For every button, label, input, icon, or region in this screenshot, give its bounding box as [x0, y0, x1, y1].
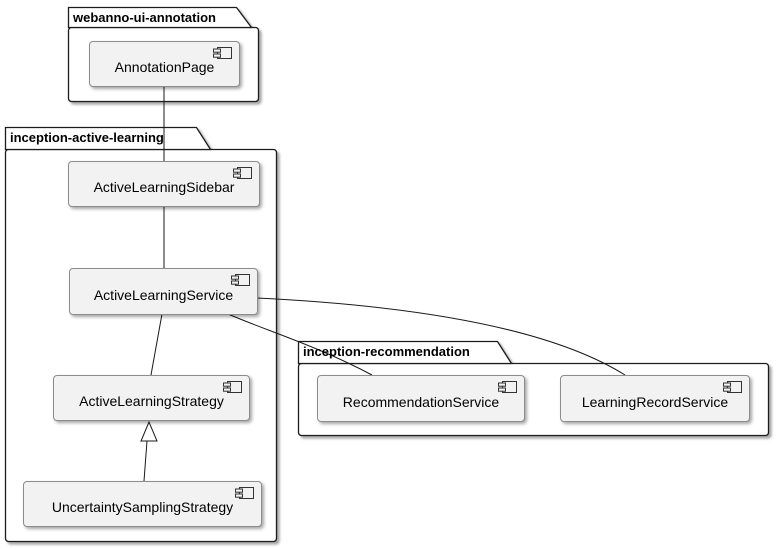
uml-component-icon — [235, 486, 255, 500]
uml-component-icon — [231, 273, 251, 287]
component-learningrecordservice: LearningRecordService — [560, 375, 750, 422]
uml-component-icon — [223, 380, 243, 394]
component-recommendationservice: RecommendationService — [317, 375, 525, 422]
component-activelearningsidebar: ActiveLearningSidebar — [68, 161, 260, 207]
package-tab — [67, 6, 253, 29]
generalization-arrowhead — [140, 420, 158, 442]
component-label: AnnotationPage — [114, 59, 215, 75]
component-activelearningservice: ActiveLearningService — [69, 268, 258, 315]
component-label: LearningRecordService — [581, 393, 729, 410]
package-tab — [297, 340, 513, 365]
uml-component-icon — [213, 46, 233, 60]
uml-component-icon — [723, 380, 743, 394]
component-label: UncertaintySamplingStrategy — [51, 499, 234, 515]
component-label: ActiveLearningStrategy — [79, 393, 224, 409]
uml-component-icon — [233, 166, 253, 180]
package-tab — [4, 126, 212, 151]
edge-activelearningservice-learningrecordservice — [256, 297, 626, 376]
component-label: ActiveLearningService — [93, 286, 234, 303]
component-uncertaintysamplingstrategy: UncertaintySamplingStrategy — [23, 481, 262, 527]
component-activelearningstrategy: ActiveLearningStrategy — [53, 375, 250, 421]
component-label: RecommendationService — [342, 393, 500, 410]
package-frame-inception-active-learning — [4, 126, 278, 543]
edge-activelearningservice-activelearningstrategy — [150, 313, 163, 376]
component-annotationpage: AnnotationPage — [89, 41, 240, 87]
edge-uncertaintysamplingstrategy-activelearningstrategy — [143, 440, 148, 482]
uml-component-icon — [498, 380, 518, 394]
component-label: ActiveLearningSidebar — [93, 179, 235, 195]
package-label-webanno-ui-annotation: webanno-ui-annotation — [73, 10, 216, 25]
edge-activelearningservice-recommendationservice — [227, 313, 373, 376]
package-label-inception-recommendation: inception-recommendation — [303, 344, 470, 359]
package-label-inception-active-learning: inception-active-learning — [10, 130, 164, 145]
